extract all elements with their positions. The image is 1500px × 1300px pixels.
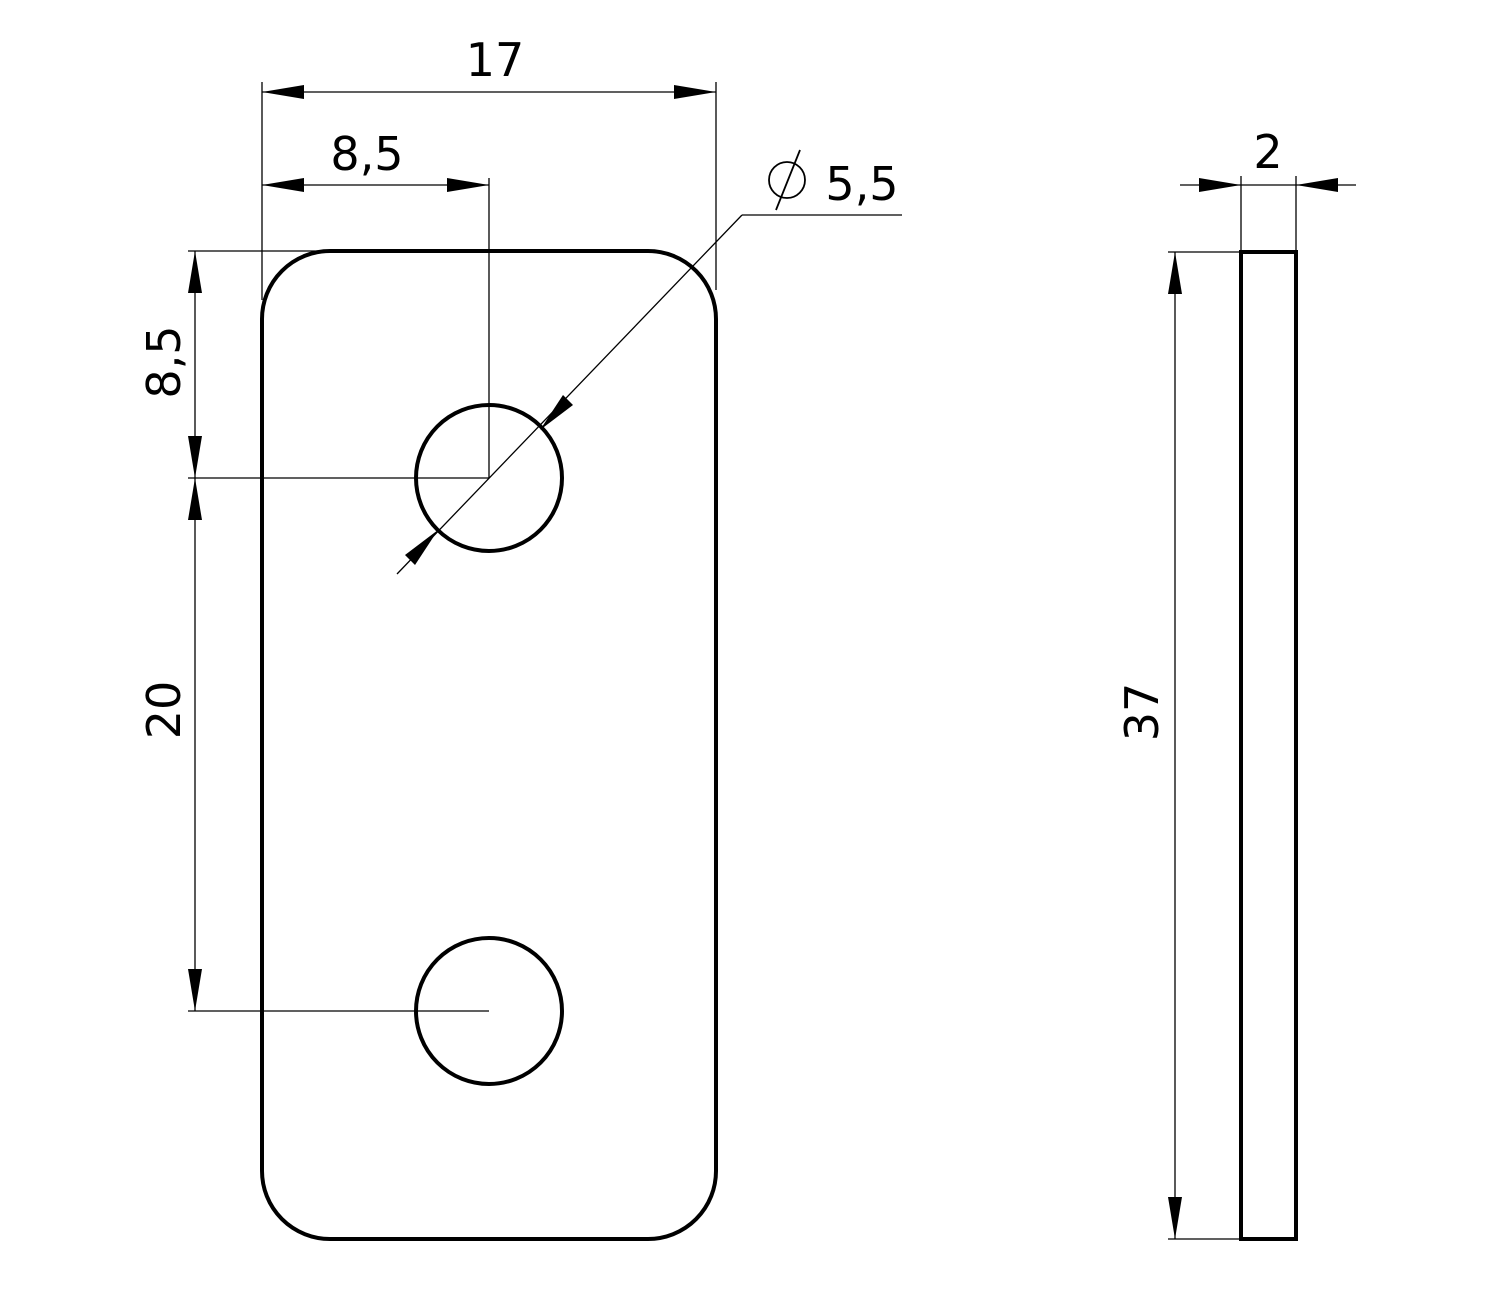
arrowhead <box>447 178 489 192</box>
dimension-label: 8,5 <box>330 127 403 181</box>
plate-side-outline <box>1239 250 1298 1241</box>
dimension-hole-spacing: 20 <box>137 478 489 1012</box>
arrowhead <box>188 251 202 293</box>
dimension-label: 17 <box>466 33 525 87</box>
arrowhead <box>262 85 304 99</box>
dimension-hole-offset-x: 8,5 <box>262 127 490 478</box>
dimension-label: 5,5 <box>825 157 898 211</box>
arrowhead <box>540 395 573 430</box>
arrowhead <box>405 530 438 565</box>
arrowhead <box>1168 252 1182 294</box>
dimension-hole-offset-y: 8,5 <box>137 250 489 479</box>
arrowhead <box>1168 1197 1182 1239</box>
dimension-thickness: 2 <box>1180 125 1356 252</box>
dimension-overall-width: 17 <box>261 33 717 300</box>
arrowhead <box>188 969 202 1011</box>
side-view <box>1239 250 1298 1241</box>
arrowhead <box>188 436 202 478</box>
dimension-hole-diameter: 5,5 <box>396 149 902 575</box>
dimension-label: 37 <box>1115 683 1169 742</box>
arrowhead <box>674 85 716 99</box>
arrowhead <box>262 178 304 192</box>
arrowhead <box>1199 178 1241 192</box>
arrowhead <box>1296 178 1338 192</box>
dimension-overall-length: 37 <box>1115 251 1241 1240</box>
dimension-label: 20 <box>137 681 191 740</box>
diameter-symbol-icon <box>768 149 806 211</box>
arrowhead <box>188 478 202 520</box>
dimension-label: 2 <box>1253 125 1282 179</box>
dimension-label: 8,5 <box>137 325 191 398</box>
